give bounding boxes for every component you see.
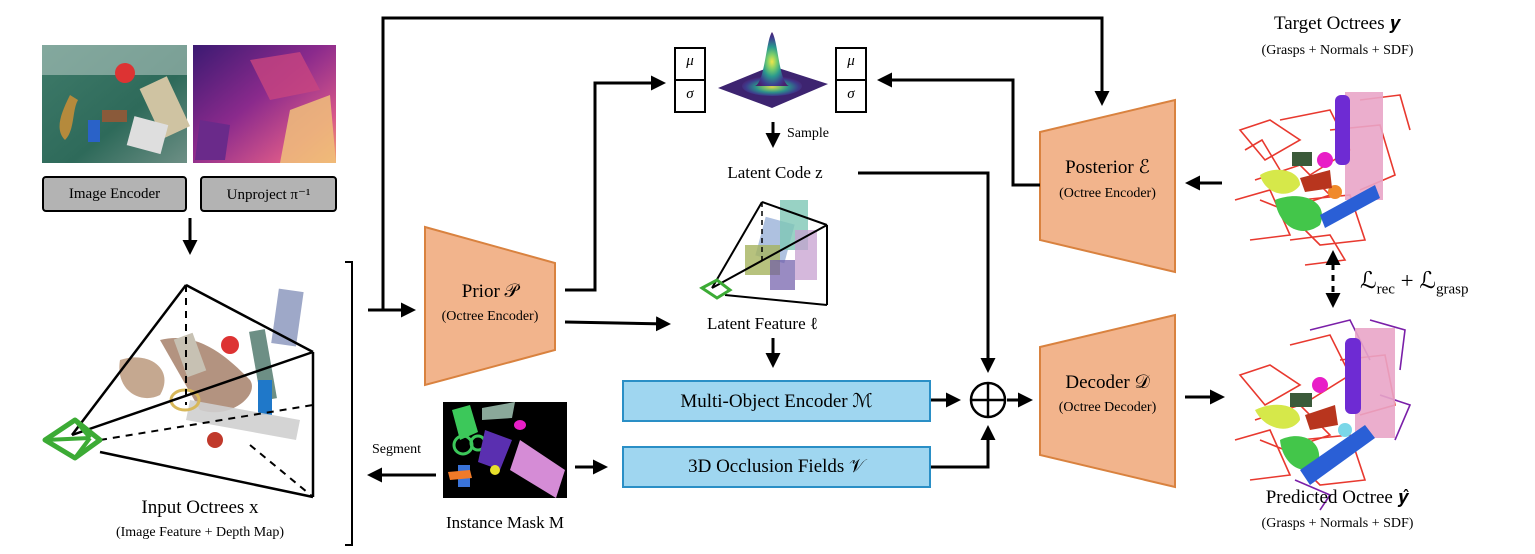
unproject-button: Unproject π⁻¹ xyxy=(200,176,337,212)
loss-plus: + xyxy=(1394,268,1420,293)
predicted-octree-subtitle: (Grasps + Normals + SDF) xyxy=(1261,516,1414,531)
gaussian-distribution-icon xyxy=(718,32,828,108)
prior-label: Prior 𝒫 xyxy=(461,281,519,302)
posterior-sigma-label: σ xyxy=(847,86,855,102)
connectors xyxy=(182,16,1341,483)
sum-operator-icon xyxy=(969,381,1007,419)
posterior-label: Posterior ℰ xyxy=(1065,157,1150,178)
prior-mu-sigma-box xyxy=(674,47,706,113)
predicted-octree-title: Predicted Octree 𝒚̂ xyxy=(1265,487,1410,508)
prior-sublabel: (Octree Encoder) xyxy=(441,309,539,324)
predicted-octree-objects xyxy=(1234,319,1412,511)
prior-trapezoid xyxy=(424,225,556,387)
posterior-mu-label: μ xyxy=(847,53,855,69)
input-octrees-subtitle: (Image Feature + Depth Map) xyxy=(115,525,285,540)
decoder-trapezoid xyxy=(1039,313,1176,489)
latent-feature-label: Latent Feature ℓ xyxy=(706,314,819,333)
instance-mask-image xyxy=(443,402,567,498)
rgb-image xyxy=(42,45,191,163)
decoder-label: Decoder 𝒟 xyxy=(1065,372,1150,393)
decoder-sublabel: (Octree Decoder) xyxy=(1058,400,1157,415)
target-octrees-subtitle: (Grasps + Normals + SDF) xyxy=(1261,43,1414,58)
depth-image xyxy=(193,45,336,163)
loss-label: ℒrec + ℒgrasp xyxy=(1360,268,1468,299)
loss-grasp-symbol: ℒ xyxy=(1419,268,1436,293)
camera-icon xyxy=(42,417,103,461)
input-octree-frustum xyxy=(71,283,315,499)
bracket xyxy=(345,261,353,546)
input-octrees-title: Input Octrees x xyxy=(141,497,259,518)
loss-rec-symbol: ℒ xyxy=(1360,268,1377,293)
posterior-sublabel: (Octree Encoder) xyxy=(1059,186,1156,201)
occlusion-fields-box: 3D Occlusion Fields 𝒱 xyxy=(622,446,931,488)
latent-feature-frustum xyxy=(699,200,828,306)
prior-mu-label: μ xyxy=(686,53,694,69)
sample-label: Sample xyxy=(787,126,829,141)
segment-label: Segment xyxy=(372,442,421,457)
loss-grasp-subscript: grasp xyxy=(1435,281,1469,298)
prior-sigma-label: σ xyxy=(686,86,694,102)
image-encoder-button: Image Encoder xyxy=(42,176,187,212)
target-octree-objects xyxy=(1234,92,1411,266)
multi-object-encoder-box: Multi-Object Encoder ℳ xyxy=(622,380,931,422)
target-octrees-title: Target Octrees 𝒚 xyxy=(1273,13,1402,34)
latent-code-label: Latent Code z xyxy=(727,163,823,182)
loss-rec-subscript: rec xyxy=(1376,281,1395,298)
instance-mask-label: Instance Mask M xyxy=(445,513,565,532)
posterior-mu-sigma-box xyxy=(835,47,867,113)
posterior-trapezoid xyxy=(1039,98,1176,274)
